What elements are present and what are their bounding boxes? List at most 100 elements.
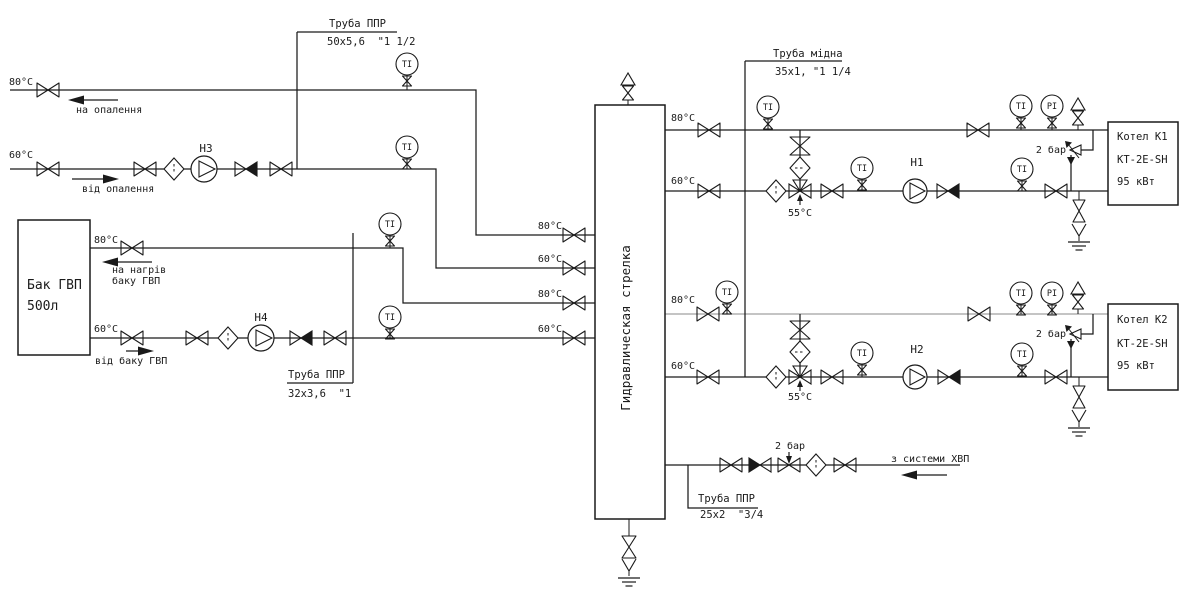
pipe <box>10 168 595 269</box>
three-way-mixing-valve <box>788 365 812 386</box>
ti-indicator <box>1010 157 1034 181</box>
check-valve <box>937 368 951 386</box>
ti-indicator-label: TI <box>857 349 867 359</box>
air-vent-icon <box>1070 96 1086 111</box>
label-boilers-k1-model: КТ-2Е-SH <box>1117 154 1168 166</box>
label-temps-t55: 55°C <box>788 208 812 219</box>
label-temps-t80: 80°C <box>538 289 562 300</box>
flow-arrow <box>68 95 84 105</box>
label-flows-from_tank: від баку ГВП <box>95 355 167 367</box>
label-pumps-h1: Н1 <box>910 156 923 169</box>
ti-indicator-label: TI <box>1017 350 1027 360</box>
label-pressure_setting: 2 бар <box>1036 144 1066 156</box>
label-pipes-ppr32-name: Труба ППР <box>288 369 345 381</box>
check-valve <box>748 456 762 474</box>
label-temps-t60: 60°C <box>671 176 695 187</box>
check-valve <box>946 182 960 200</box>
drain-valve <box>1072 385 1086 409</box>
shutoff-valve <box>562 330 586 346</box>
label-pipes-copper35-name: Труба мідна <box>773 48 843 60</box>
ti-indicator-label: TI <box>1016 289 1026 299</box>
shutoff-valve <box>133 161 157 177</box>
pipe <box>90 247 595 304</box>
shutoff-valve <box>36 161 60 177</box>
label-pumps-h3: Н3 <box>199 142 212 155</box>
safety-valve-lever <box>1065 325 1072 332</box>
instrument-valve <box>384 328 396 340</box>
drain-valve <box>1072 199 1086 223</box>
pump-h1 <box>902 178 928 204</box>
shutoff-valve <box>185 330 209 346</box>
shutoff-valve <box>966 122 990 138</box>
label-pipes-ppr25-name: Труба ППР <box>698 493 755 505</box>
ti-indicator <box>395 52 419 76</box>
check-valve <box>244 160 258 178</box>
pi-indicator <box>1040 94 1064 118</box>
pipe <box>1081 130 1094 151</box>
instrument-valve <box>856 179 868 191</box>
flow-arrow <box>103 174 119 184</box>
pipe <box>10 89 595 236</box>
instrument-valve <box>401 75 413 87</box>
air-vent-valve <box>621 85 635 101</box>
safety-valve-lever <box>1067 327 1080 343</box>
safety-valve <box>1068 328 1082 340</box>
label-temps-t80: 80°C <box>671 113 695 124</box>
label-temps-t80: 80°C <box>671 295 695 306</box>
label-temps-t60: 60°C <box>538 324 562 335</box>
ti-indicator-label: TI <box>1016 102 1026 112</box>
label-temps-t60: 60°C <box>9 150 33 161</box>
pump-impeller-icon <box>255 329 274 347</box>
label-tank-volume: 500л <box>27 299 58 314</box>
shutoff-valve <box>269 161 293 177</box>
shutoff-valve <box>719 457 743 473</box>
check-valve <box>299 329 313 347</box>
label-flows-to_heating: на опалення <box>76 105 142 116</box>
check-valve <box>936 182 950 200</box>
label-pipes-ppr50-name: Труба ППР <box>329 18 386 30</box>
air-vent-icon <box>620 71 636 86</box>
check-valve <box>289 329 303 347</box>
ti-indicator <box>395 135 419 159</box>
shutoff-valve <box>36 82 60 98</box>
ti-indicator <box>850 156 874 180</box>
shutoff-valve <box>820 183 844 199</box>
instrument-valve <box>1016 180 1028 192</box>
instrument-valve <box>1046 117 1058 129</box>
label-flows-to_tank_line2: баку ГВП <box>112 275 160 287</box>
label-separator-label: Гидравлическая стрелка <box>618 245 633 411</box>
check-valve <box>758 456 772 474</box>
shutoff-valve <box>820 369 844 385</box>
label-flows-from_heating: від опалення <box>82 183 154 195</box>
shutoff-valve <box>562 227 586 243</box>
shutoff-valve <box>833 457 857 473</box>
label-pipes-ppr25-size: 25x2 "3/4 <box>700 509 763 521</box>
check-valve <box>234 160 248 178</box>
label-flows-from_cold_water: з системи ХВП <box>891 454 969 465</box>
bypass-valve <box>789 136 811 156</box>
ti-indicator <box>850 341 874 365</box>
boiler-k2-box <box>1107 303 1179 391</box>
ti-indicator-label: TI <box>1017 165 1027 175</box>
label-temps-t80: 80°C <box>538 221 562 232</box>
air-vent-valve <box>1071 110 1085 126</box>
ti-indicator-label: TI <box>857 164 867 174</box>
label-pumps-h4: Н4 <box>254 311 268 324</box>
three-way-mixing-valve <box>788 179 812 200</box>
pump-impeller-icon <box>909 182 927 200</box>
shutoff-valve <box>323 330 347 346</box>
pump-h2 <box>902 364 928 390</box>
ti-indicator <box>1010 342 1034 366</box>
label-boilers-k1-name: Котел К1 <box>1117 131 1168 143</box>
label-flows-to_tank_line1: на нагрів <box>112 264 166 276</box>
shutoff-valve <box>120 240 144 256</box>
safety-valve-lever <box>1065 141 1072 148</box>
shutoff-valve <box>967 306 991 322</box>
safety-valve <box>1068 144 1082 156</box>
ti-indicator <box>715 280 739 304</box>
shutoff-valve <box>696 369 720 385</box>
ti-indicator <box>378 212 402 236</box>
instrument-valve <box>856 364 868 376</box>
shutoff-valve <box>697 122 721 138</box>
